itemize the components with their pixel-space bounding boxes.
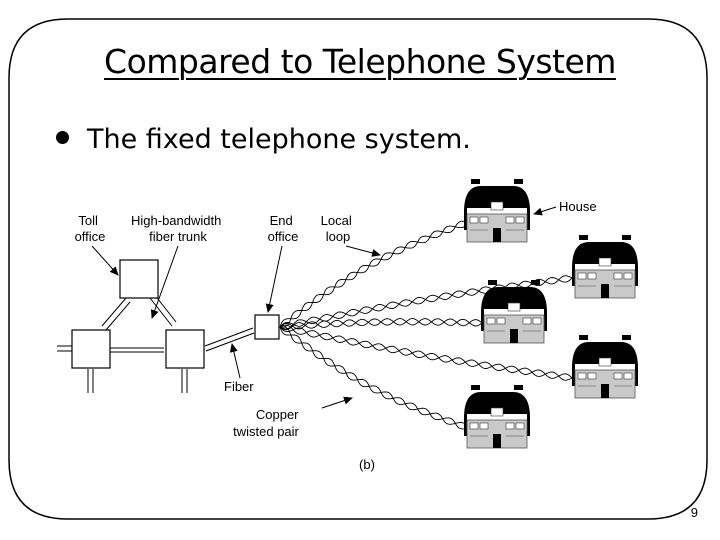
bullet-item: The fixed telephone system. — [56, 124, 471, 155]
toll-office-top — [119, 259, 159, 299]
label-copper-twisted-pair: Copper twisted pair — [233, 407, 302, 439]
end-office — [254, 314, 280, 340]
label-local-loop: Local loop — [321, 213, 356, 244]
bullet-dot-icon — [56, 131, 69, 144]
twisted-pair-strand — [279, 324, 573, 381]
label-toll-office: Toll office — [75, 213, 106, 244]
twisted-pair-strand — [279, 318, 483, 330]
toll-office-right — [165, 329, 205, 369]
house-icon — [463, 384, 531, 449]
page-number: 9 — [690, 505, 698, 520]
twisted-pair-strand — [279, 326, 469, 429]
label-fiber: Fiber — [224, 379, 254, 394]
house-icon — [571, 234, 639, 299]
label-end-office: End office — [268, 213, 299, 244]
house-icon — [480, 279, 548, 344]
slide-frame — [8, 18, 708, 520]
twisted-pair-strand — [280, 220, 469, 328]
label-panel-b: (b) — [359, 457, 375, 472]
twisted-pair-strand — [279, 326, 469, 430]
bullet-text: The fixed telephone system. — [87, 124, 471, 155]
fiber-trunk-lines — [57, 293, 255, 393]
callout-arrows — [91, 206, 557, 409]
twisted-pair-strand — [279, 221, 469, 328]
toll-office-left — [71, 329, 111, 369]
house-icon — [571, 334, 639, 399]
slide-title: Compared to Telephone System — [104, 42, 616, 81]
label-fiber-trunk: High-bandwidth fiber trunk — [131, 213, 225, 244]
twisted-pair-bundle — [279, 220, 573, 430]
twisted-pair-strand — [279, 277, 573, 328]
twisted-pair-strand — [279, 318, 483, 331]
house-icon — [463, 178, 531, 243]
label-house: House — [559, 199, 597, 214]
